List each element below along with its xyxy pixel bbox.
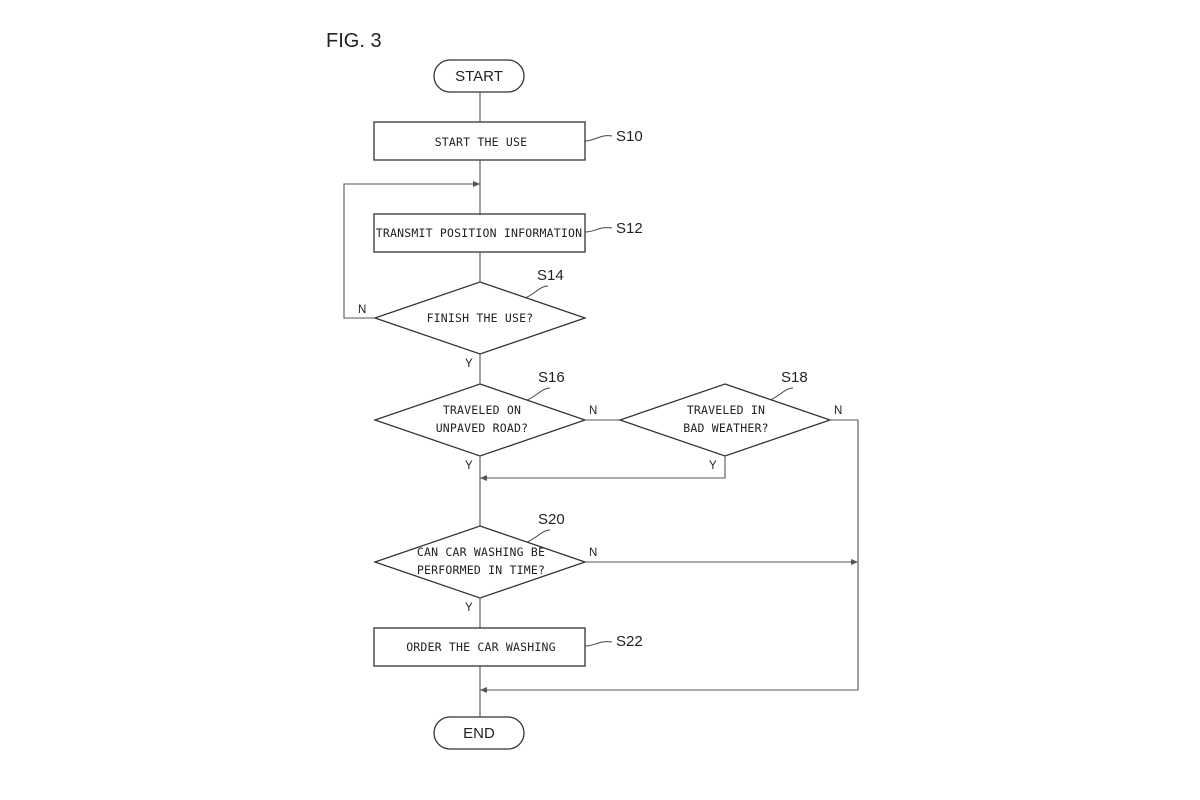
step-s10-id: S10 (616, 128, 643, 145)
step-s22: ORDER THE CAR WASHING (373, 627, 586, 667)
step-s22-id: S22 (616, 633, 643, 650)
connector-s14-no-loop (343, 181, 480, 319)
s18-no-label: N (834, 405, 842, 417)
s16-no-label: N (589, 405, 597, 417)
figure-label: FIG. 3 (326, 30, 382, 52)
leader-s20 (526, 529, 551, 543)
decision-s16-line1: TRAVELED ON (443, 403, 521, 417)
step-s18-id: S18 (781, 369, 808, 386)
step-s20-id: S20 (538, 511, 565, 528)
s14-no-label: N (358, 304, 366, 316)
decision-s18: TRAVELED IN BAD WEATHER? (617, 383, 833, 457)
s20-yes-label: Y (465, 602, 473, 614)
step-s14-id: S14 (537, 267, 564, 284)
end-terminal: END (433, 716, 525, 750)
decision-s18-line2: BAD WEATHER? (683, 421, 768, 435)
decision-s16: TRAVELED ON UNPAVED ROAD? (372, 383, 588, 457)
s18-yes-label: Y (709, 460, 717, 472)
decision-s14: FINISH THE USE? (372, 281, 588, 355)
s16-yes-label: Y (465, 460, 473, 472)
decision-s20-line1: CAN CAR WASHING BE (417, 545, 545, 559)
step-s22-text: ORDER THE CAR WASHING (406, 640, 556, 654)
s14-yes-label: Y (465, 358, 473, 370)
leader-s14 (524, 285, 549, 299)
step-s10-text: START THE USE (435, 135, 528, 149)
connector-s18-yes-merge (480, 456, 726, 481)
end-label: END (463, 725, 495, 742)
start-terminal: START (433, 59, 525, 93)
decision-s16-line2: UNPAVED ROAD? (436, 421, 529, 435)
step-s16-id: S16 (538, 369, 565, 386)
decision-s18-line1: TRAVELED IN (687, 403, 765, 417)
step-s12-text: TRANSMIT POSITION INFORMATION (376, 226, 583, 240)
leader-s12 (584, 227, 613, 233)
start-label: START (455, 68, 503, 85)
decision-s20-line2: PERFORMED IN TIME? (417, 563, 545, 577)
decision-s20: CAN CAR WASHING BE PERFORMED IN TIME? (372, 525, 588, 599)
leader-s16 (526, 387, 551, 401)
step-s10: START THE USE (373, 121, 586, 161)
s20-no-label: N (589, 547, 597, 559)
leader-s10 (584, 135, 613, 142)
decision-s14-text: FINISH THE USE? (427, 311, 534, 325)
connector-s18-no (480, 419, 859, 693)
step-s12: TRANSMIT POSITION INFORMATION (373, 213, 586, 253)
leader-s22 (584, 641, 613, 647)
leader-s18 (769, 387, 794, 401)
step-s12-id: S12 (616, 220, 643, 237)
